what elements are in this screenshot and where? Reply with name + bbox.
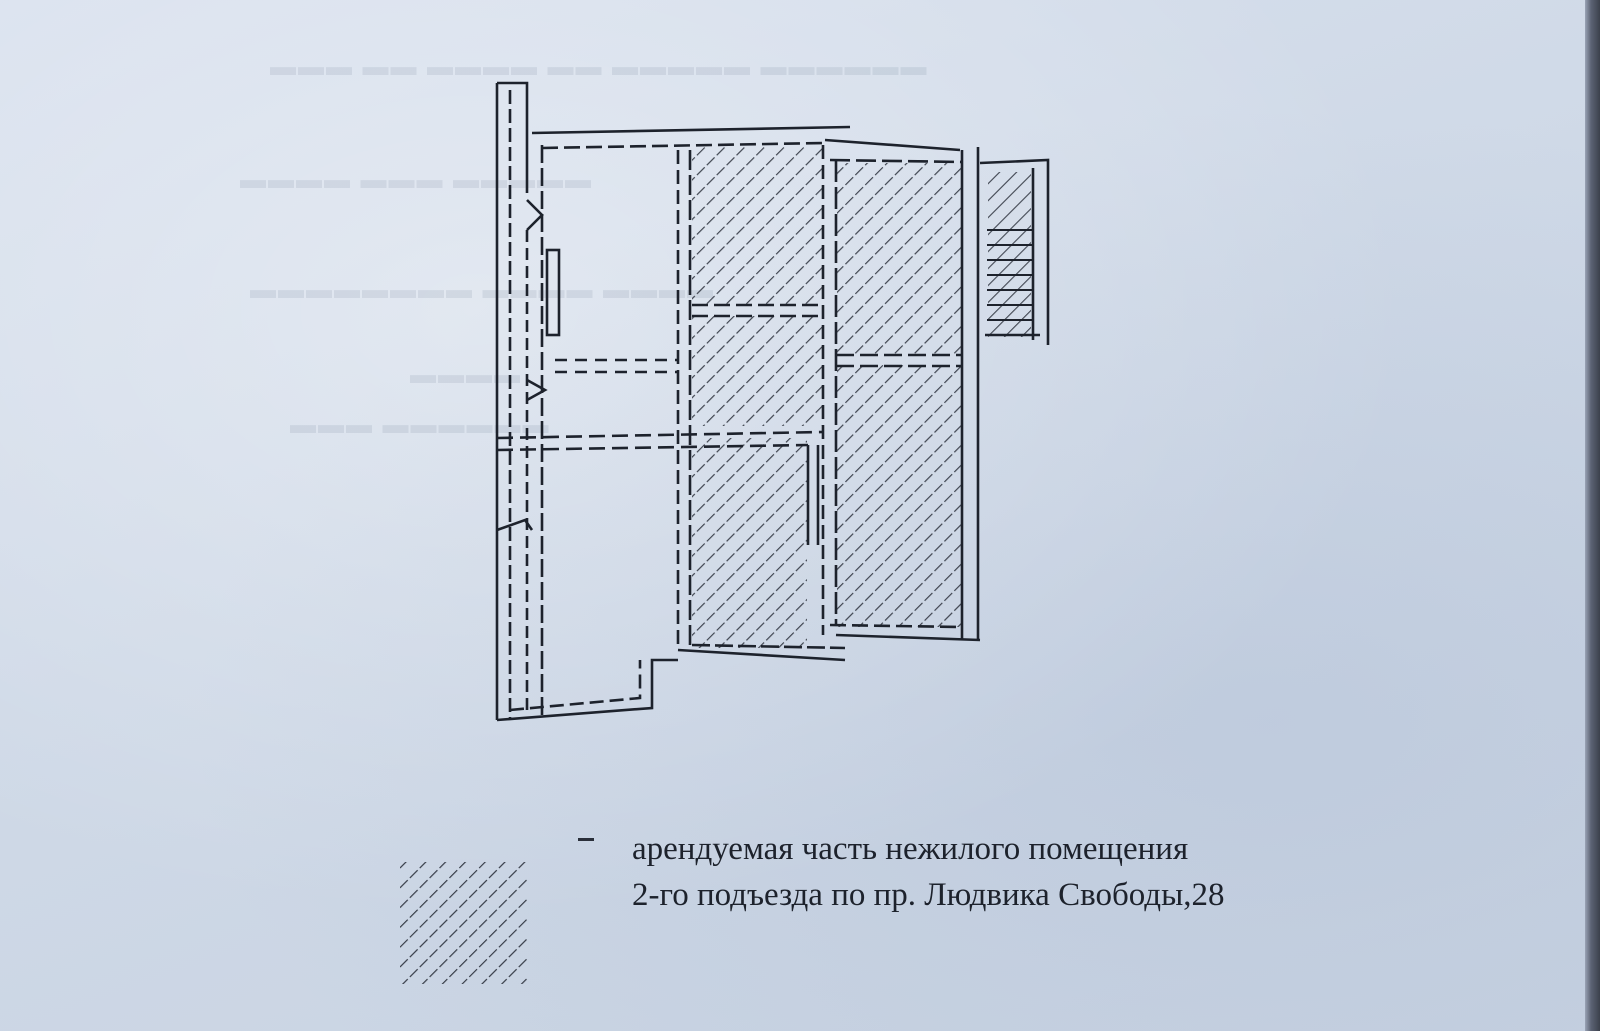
wall <box>541 141 826 150</box>
rented-room-2 <box>837 163 961 355</box>
wall <box>829 158 963 164</box>
stair-steps <box>987 229 1033 321</box>
stair-wall <box>979 158 1050 345</box>
legend-line-2: 2-го подъезда по пр. Людвика Свободы,28 <box>632 877 1225 913</box>
legend-line-1: арендуемая часть нежилого помещения <box>632 831 1189 867</box>
door-mark <box>526 378 548 402</box>
legend-separator-dash <box>578 838 594 841</box>
wall <box>531 125 851 135</box>
show-through-texture: ▬▬▬▬ ▬▬▬ ▬▬▬▬▬ <box>240 165 593 194</box>
show-through-texture: ▬▬▬ ▬▬ ▬▬▬▬ ▬▬ ▬▬▬▬▬ ▬▬▬▬▬▬ <box>270 52 929 81</box>
wall <box>824 138 961 152</box>
rented-room-1 <box>692 147 822 305</box>
hatch-swatch-icon <box>400 862 528 984</box>
wall <box>496 443 809 452</box>
door-mark <box>526 199 544 231</box>
door-mark <box>496 518 534 532</box>
wall <box>496 430 824 440</box>
wall <box>509 660 642 712</box>
rented-area <box>692 147 1031 648</box>
show-through-texture: ▬▬▬▬▬▬▬▬ ▬▬▬▬ ▬▬▬▬ <box>250 275 715 304</box>
show-through-texture: ▬▬▬▬ <box>410 360 522 389</box>
wall <box>829 623 963 629</box>
wall <box>691 643 846 650</box>
rented-stair-area <box>988 172 1031 337</box>
wall <box>496 658 678 722</box>
wall <box>497 81 529 193</box>
rented-room-4 <box>837 365 961 627</box>
document-edge <box>1585 0 1600 1031</box>
legend-caption: арендуемая часть нежилого помещения 2-го… <box>632 826 1532 918</box>
wall-niche <box>545 248 561 337</box>
wall <box>835 633 981 642</box>
show-through-texture: ▬▬▬ ▬▬▬▬▬▬ <box>290 410 551 439</box>
wall <box>677 648 846 662</box>
rented-room-3 <box>692 316 822 426</box>
rented-room-5 <box>692 438 807 648</box>
walls <box>495 81 981 722</box>
stair-block <box>979 158 1050 345</box>
